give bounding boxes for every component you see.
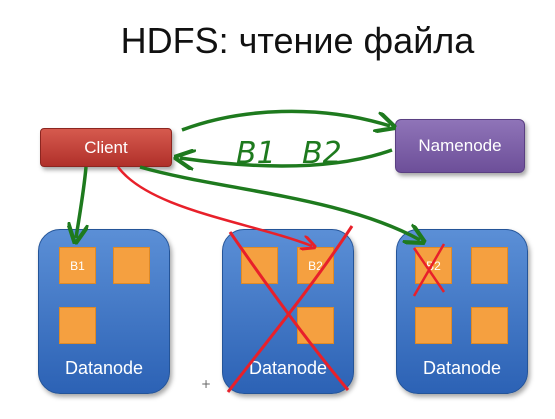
block [415,307,452,344]
response-arrow [180,150,393,166]
request-arrow [181,109,390,130]
block [471,307,508,344]
block [241,247,278,284]
block-b1: B1 [59,247,96,284]
block [297,307,334,344]
block-b2: B2 [415,247,452,284]
namenode-node: Namenode [395,119,525,173]
client-node: Client [40,128,172,167]
datanode-label: Datanode [422,358,502,378]
annotation-b1: B1 [236,136,276,171]
block [471,247,508,284]
cursor-icon: + [201,377,211,391]
block-b2: B2 [297,247,334,284]
block [59,307,96,344]
datanode-3: B2 Datanode [396,229,528,394]
block [113,247,150,284]
datanode-label: Datanode [64,358,144,378]
annotation-b2: B2 [302,136,342,171]
datanode-2: B2 Datanode [222,229,354,394]
slide-title: HDFS: чтение файла [120,20,475,61]
read-arrow-dn1 [76,166,86,238]
datanode-1: B1 Datanode [38,229,170,394]
datanode-label: Datanode [248,358,328,378]
